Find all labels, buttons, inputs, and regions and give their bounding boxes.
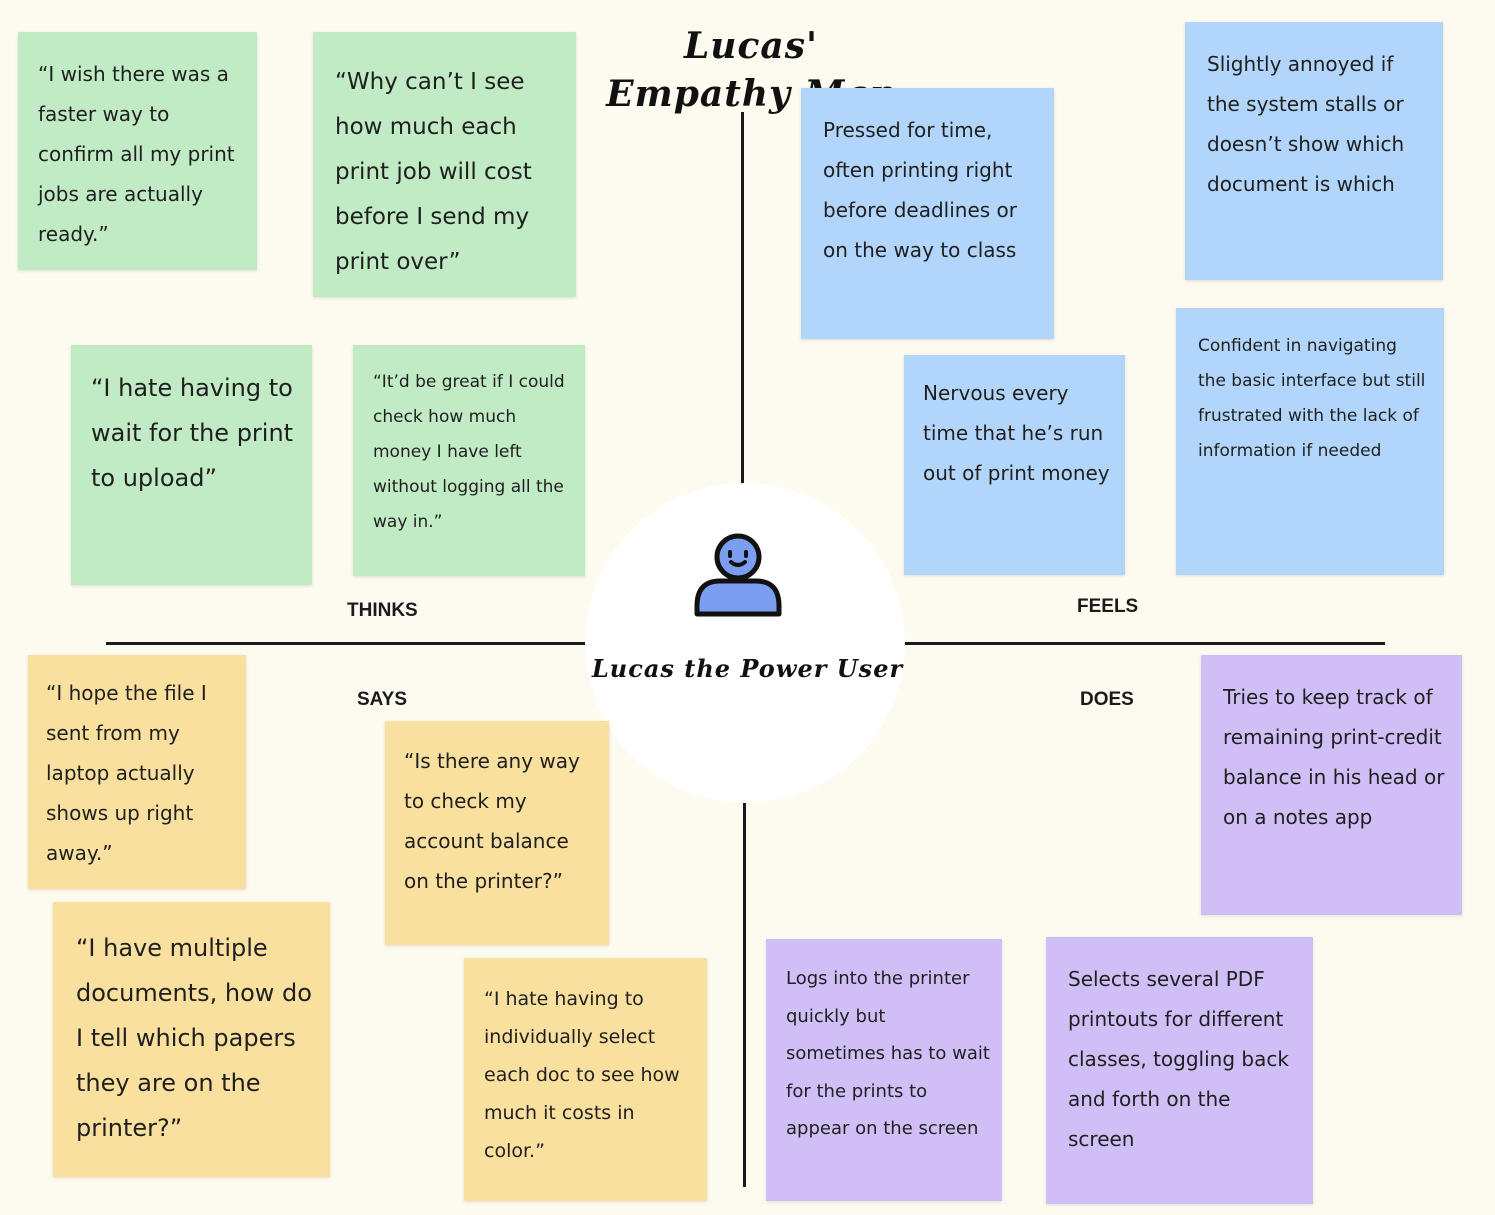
vertical-axis-top xyxy=(741,112,744,484)
does-note-2: Logs into the printer quickly but someti… xyxy=(766,939,1002,1201)
thinks-note-1: “I wish there was a faster way to confir… xyxy=(18,32,257,270)
horizontal-axis-left xyxy=(106,642,586,645)
says-note-1: “I hope the file I sent from my laptop a… xyxy=(28,655,246,889)
feels-note-3: Nervous every time that he’s run out of … xyxy=(904,355,1125,575)
label-says: SAYS xyxy=(357,689,407,710)
does-note-1: Tries to keep track of remaining print-c… xyxy=(1201,655,1462,915)
label-feels: FEELS xyxy=(1077,596,1139,617)
user-icon xyxy=(692,528,786,620)
thinks-note-2: “Why can’t I see how much each print job… xyxy=(313,32,576,297)
thinks-note-4: “It’d be great if I could check how much… xyxy=(353,345,585,576)
feels-note-2: Slightly annoyed if the system stalls or… xyxy=(1185,22,1443,280)
feels-note-4: Confident in navigating the basic interf… xyxy=(1176,308,1444,575)
label-thinks: THINKS xyxy=(347,600,418,621)
says-note-2: “Is there any way to check my account ba… xyxy=(385,721,609,945)
says-note-4: “I hate having to individually select ea… xyxy=(464,958,707,1201)
vertical-axis-bottom xyxy=(743,802,746,1187)
feels-note-1: Pressed for time, often printing right b… xyxy=(801,88,1054,339)
does-note-3: Selects several PDF printouts for differ… xyxy=(1046,937,1313,1204)
horizontal-axis-right xyxy=(904,642,1385,645)
label-does: DOES xyxy=(1080,689,1134,710)
thinks-note-3: “I hate having to wait for the print to … xyxy=(71,345,312,585)
persona-name: Lucas the Power User xyxy=(591,654,904,683)
says-note-3: “I have multiple documents, how do I tel… xyxy=(53,902,330,1177)
